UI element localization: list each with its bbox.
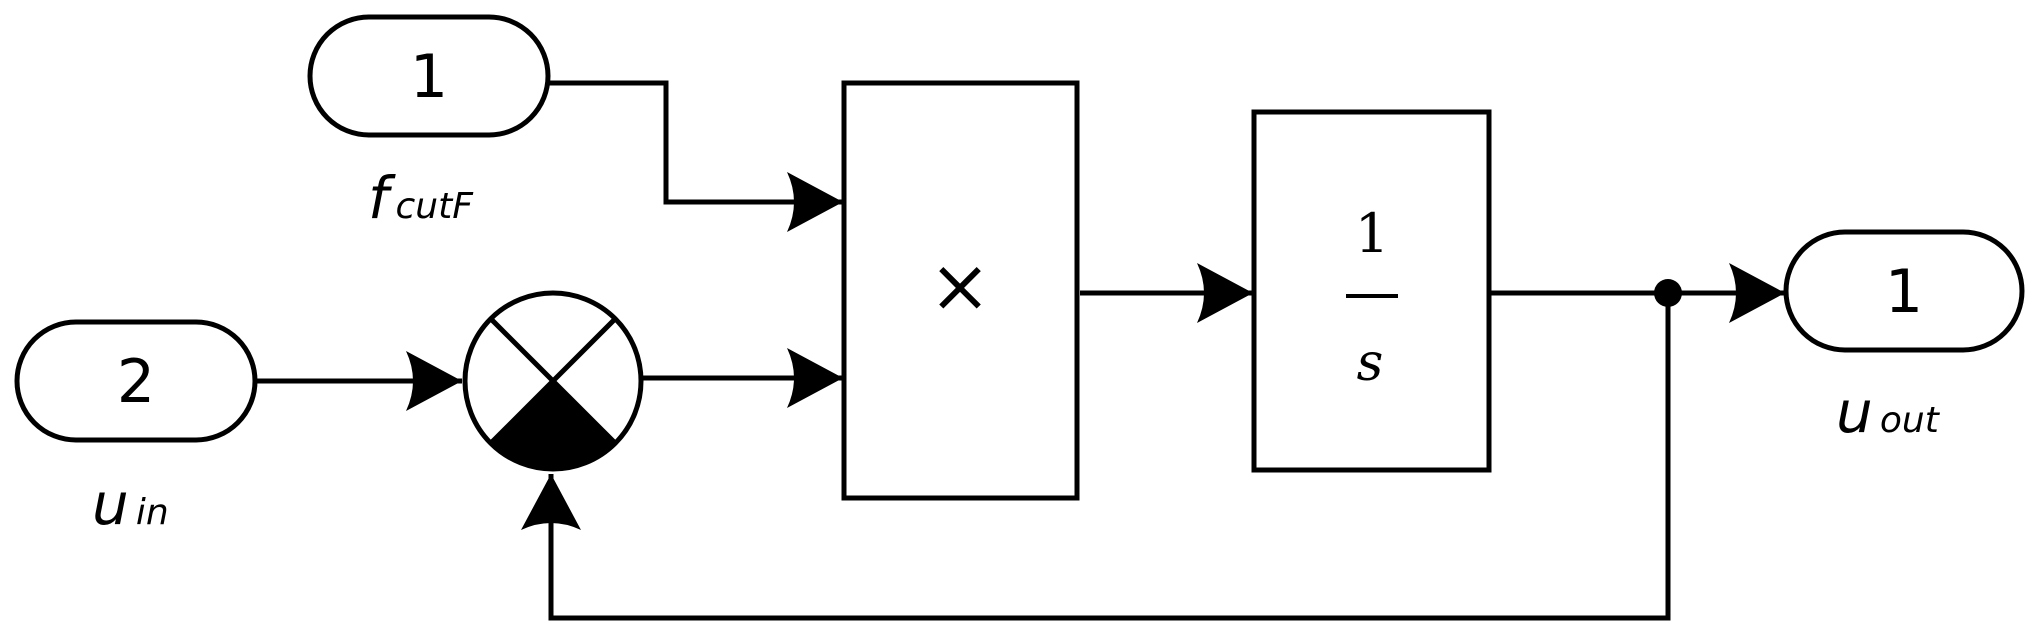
outport-uout-number: 1 [1885, 257, 1923, 327]
inport-uin-shape[interactable] [14, 319, 258, 443]
inport-fcutf[interactable]: 1 [307, 14, 551, 138]
inport-fcutf-number: 1 [410, 42, 448, 112]
inport-uin[interactable]: 2 [14, 319, 258, 443]
branch-point [1654, 279, 1682, 307]
product-symbol: × [929, 243, 991, 329]
inport-fcutf-label-sub: cutF [396, 186, 475, 227]
integrator-block[interactable]: 1 s [1251, 109, 1492, 473]
wire-feedback-to-sum [521, 293, 1671, 621]
sum-divider-2 [489, 317, 617, 445]
inport-uin-number: 2 [117, 347, 155, 417]
outport-uout-shape[interactable] [1783, 229, 2025, 353]
sum-minus-sector [490, 381, 616, 469]
wire-fcutf-to-product [549, 80, 843, 232]
inport-uin-label-sub: in [136, 492, 169, 533]
integrator-denominator: s [1357, 333, 1384, 393]
inport-fcutf-label: f cutF [368, 164, 474, 232]
inport-fcutf-shape[interactable] [307, 14, 551, 138]
outport-uout[interactable]: 1 [1783, 229, 2025, 353]
inport-fcutf-label-main: f [368, 164, 396, 232]
outport-uout-label: u out [1836, 378, 1941, 446]
integrator-block-box[interactable] [1251, 109, 1492, 473]
outport-uout-label-sub: out [1880, 400, 1941, 441]
inport-uin-label-main: u [92, 470, 129, 538]
product-block-box[interactable] [841, 80, 1080, 501]
signal-lines [255, 80, 1785, 621]
sum-block[interactable] [462, 290, 644, 472]
integrator-numerator: 1 [1355, 202, 1389, 265]
outport-uout-label-main: u [1836, 378, 1873, 446]
inport-uin-label: u in [92, 470, 169, 538]
product-block[interactable]: × [841, 80, 1080, 501]
